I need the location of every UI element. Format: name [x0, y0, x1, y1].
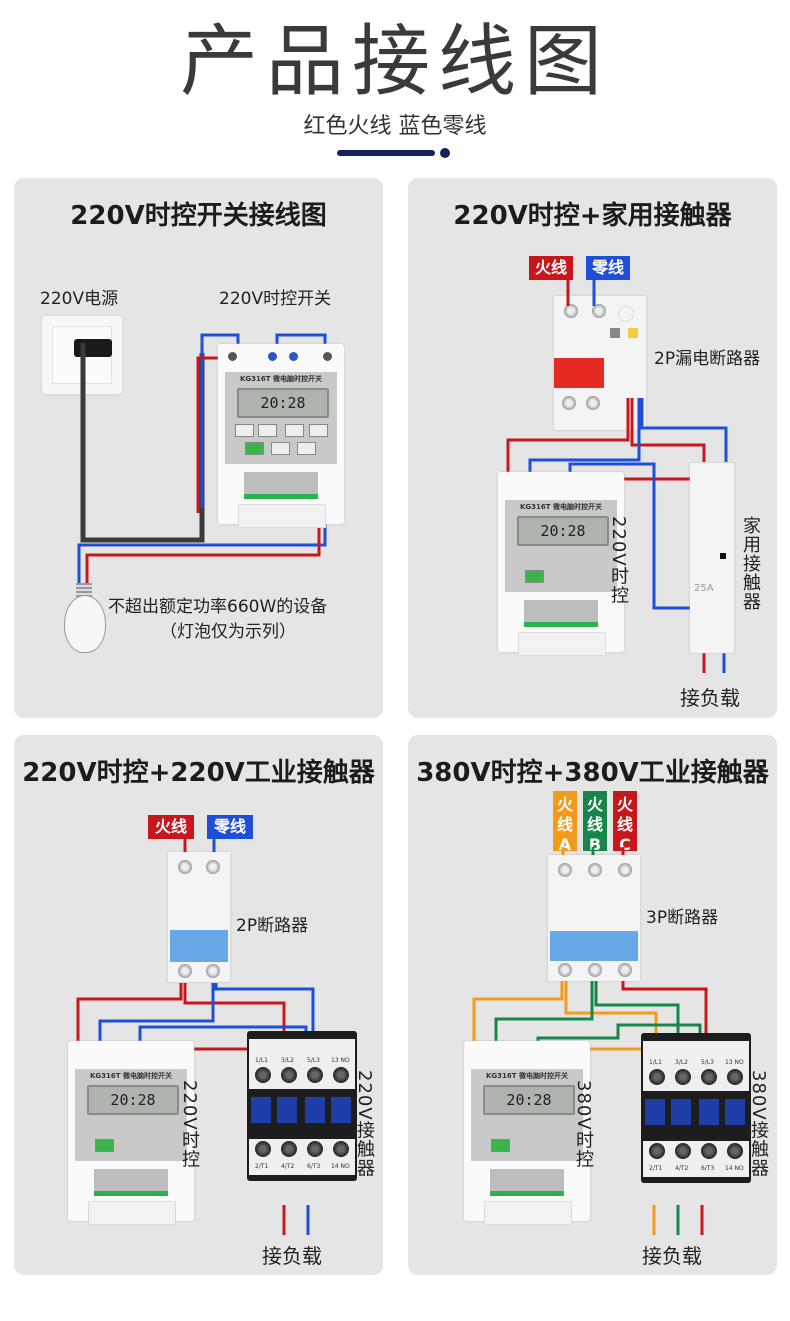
page-title: 产品接线图: [179, 17, 610, 107]
neutral-wire-tag: 零线: [207, 815, 253, 839]
breaker-label: 2P漏电断路器: [654, 349, 761, 369]
timer-label: 220V时控: [179, 1080, 200, 1169]
timer-switch-label: 220V时控开关: [219, 289, 332, 309]
contactor-label: 220V接触器: [354, 1070, 375, 1178]
breaker-lever[interactable]: [554, 358, 604, 388]
load-label: 接负载: [642, 1244, 702, 1268]
title-underline: [337, 150, 435, 156]
load-note-example: （灯泡仅为示列）: [160, 622, 296, 642]
live-wire: [506, 398, 706, 481]
timer-label: 220V时控: [608, 516, 629, 605]
timer-label: 380V时控: [573, 1080, 594, 1169]
page-subtitle: 红色火线 蓝色零线: [303, 114, 487, 139]
terminal-live-out: [323, 352, 332, 361]
breaker-3p: [548, 855, 640, 981]
panel-220v-timer-wiring: 220V时控开关接线图 220V电源 220V时控开关 KG316T 微电脑时控…: [14, 178, 383, 718]
panel-title: 220V时控+220V工业接触器: [22, 758, 375, 788]
breaker-label: 2P断路器: [236, 916, 309, 936]
panel-220v-industrial-contactor: 220V时控+220V工业接触器 火线 零线 2P断路器 KG316T 微电脑时…: [14, 735, 383, 1275]
lcd-display: 20:28: [237, 388, 329, 418]
timer-switch-device: KG316T 微电脑时控开关 20:28: [68, 1041, 194, 1225]
device-brand: KG316T 微电脑时控开关: [240, 375, 322, 383]
panel-title: 380V时控+380V工业接触器: [416, 758, 769, 788]
panel-220v-household-contactor: 220V时控+家用接触器 火线 零线 2P漏电断路器 KG316T 微电脑时控开…: [408, 178, 777, 718]
title-underline-dot: [440, 148, 450, 158]
terminal-live-in: [228, 352, 237, 361]
industrial-contactor: 1/L1 3/L2 5/L3 13 NO 2/T1 4/T2 6/T3 14 N…: [641, 1033, 751, 1183]
breaker-2p: [168, 852, 230, 982]
wiring-panel-2: [506, 280, 728, 673]
neutral-wire: [528, 398, 728, 610]
live-wire-tag: 火线: [529, 256, 573, 280]
power-cable: [80, 343, 205, 543]
breaker-lever[interactable]: [550, 931, 638, 961]
contactor-label: 380V接触器: [748, 1070, 769, 1178]
terminal-neutral-out: [289, 352, 298, 361]
contactor-label: 家用接触器: [740, 516, 761, 611]
panel-title: 220V时控开关接线图: [70, 201, 327, 231]
load-note: 不超出额定功率660W的设备: [108, 597, 328, 617]
wiring-panel-3: [76, 835, 315, 1235]
load-label: 接负载: [680, 686, 740, 710]
panel-title: 220V时控+家用接触器: [453, 201, 732, 231]
industrial-contactor: 1/L1 3/L2 5/L3 13 NO 2/T1 4/T2 6/T3 14 N…: [247, 1031, 357, 1181]
terminal-neutral-in: [268, 352, 277, 361]
household-contactor: 25A: [690, 463, 734, 653]
neutral-wire-tag: 零线: [586, 256, 630, 280]
timer-switch-device: KG316T 微电脑时控开关 20:28: [464, 1041, 590, 1225]
wiring-panel-4: [472, 847, 708, 1235]
power-source-label: 220V电源: [40, 289, 119, 309]
wiring-panel-1: [77, 333, 327, 583]
breaker-lever[interactable]: [170, 930, 228, 962]
timer-switch-device: KG316T 微电脑时控开关 20:28: [498, 472, 624, 656]
breaker-label: 3P断路器: [646, 908, 719, 928]
light-bulb-icon: [64, 583, 106, 653]
timer-switch-device: KG316T 微电脑时控开关 20:28: [218, 344, 344, 528]
load-label: 接负载: [262, 1244, 322, 1268]
rcbo-breaker-2p: [554, 296, 646, 430]
